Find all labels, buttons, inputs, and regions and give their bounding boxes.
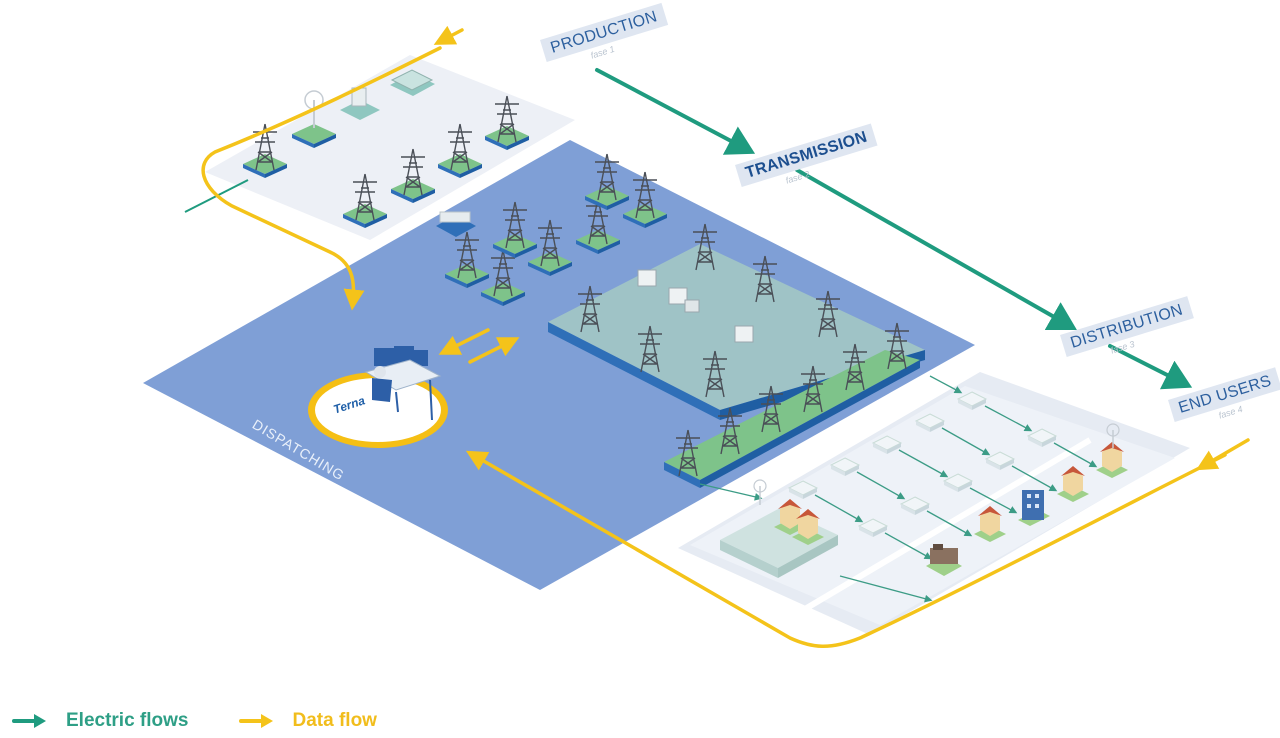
production-area xyxy=(205,55,575,240)
legend-label-data: Data flow xyxy=(292,710,377,731)
legend: Electric flows Data flow xyxy=(12,706,427,736)
legend-item-electric: Electric flows xyxy=(12,710,189,732)
control-room xyxy=(308,346,448,448)
data-flow-lines xyxy=(201,25,1250,648)
end-users-area xyxy=(678,372,1190,635)
arrow-right-icon xyxy=(238,714,273,728)
end-user-buildings xyxy=(753,423,1128,576)
legend-item-data: Data flow xyxy=(238,710,377,732)
arrow-right-icon xyxy=(12,714,46,728)
legend-label-electric: Electric flows xyxy=(66,710,189,731)
electric-flow-arrows xyxy=(595,68,1193,390)
transformer-group xyxy=(637,269,754,343)
distribution-arrows xyxy=(699,375,1098,603)
dispatching-area xyxy=(143,140,975,590)
power-plants xyxy=(304,69,476,237)
